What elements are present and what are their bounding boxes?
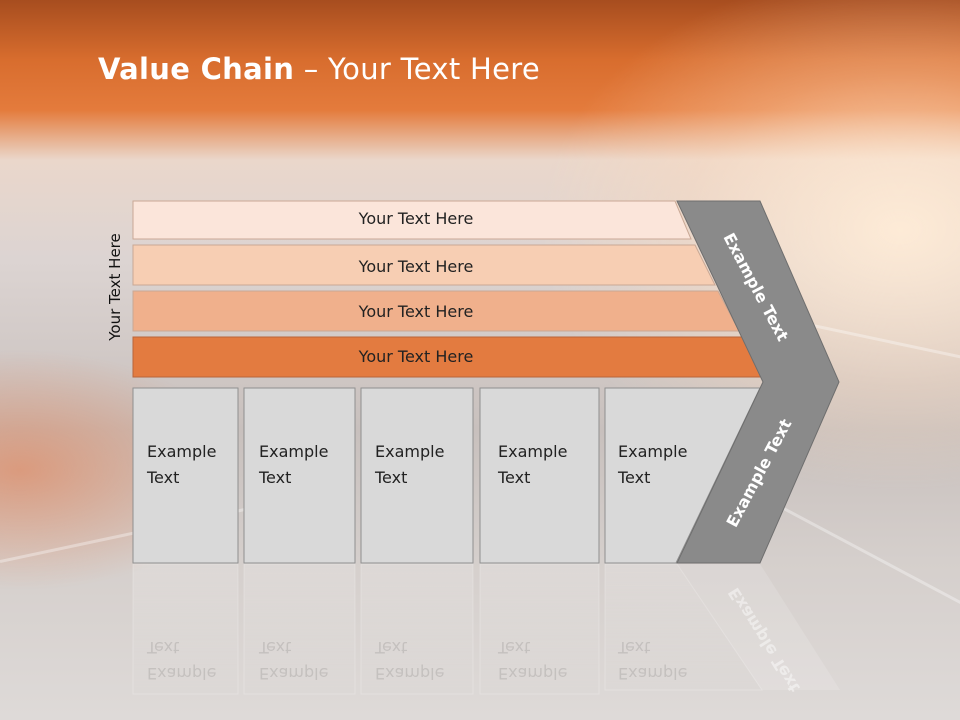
column-box-3: [360, 387, 474, 564]
chevron-arrow: [676, 200, 840, 564]
row-label-2: Your Text Here: [358, 257, 474, 276]
column-label-line: Example: [498, 442, 568, 461]
column-box-4: [479, 387, 600, 564]
column-label-3: Example Text: [375, 439, 465, 491]
column-box-5: [604, 387, 761, 564]
row-label-4: Your Text Here: [358, 347, 474, 366]
column-label-line: Example: [618, 442, 688, 461]
column-label-line: Example: [375, 442, 445, 461]
column-label-4: Example Text: [498, 439, 588, 491]
column-label-line: Example: [259, 442, 329, 461]
columns-reflection: [132, 563, 840, 695]
column-box-1: [132, 387, 239, 564]
column-label-line: Text: [375, 468, 408, 487]
column-box-2: [243, 387, 356, 564]
column-label-line: Text: [618, 468, 651, 487]
row-bar-2: [132, 244, 716, 286]
row-label-1: Your Text Here: [358, 209, 474, 228]
slide-title-rest: – Your Text Here: [294, 52, 540, 86]
row-label-3: Your Text Here: [358, 302, 474, 321]
column-label-line: Text: [498, 468, 531, 487]
column-label-5: Example Text: [618, 439, 708, 491]
column-label-1: Example Text: [147, 439, 237, 491]
column-label-line: Example: [147, 442, 217, 461]
column-label-line: Text: [259, 468, 292, 487]
slide-title-bold: Value Chain: [98, 52, 295, 86]
column-label-2: Example Text: [259, 439, 349, 491]
row-bar-1: [132, 200, 692, 240]
slide-title: Value Chain – Your Text Here: [98, 52, 540, 86]
column-label-line: Text: [147, 468, 180, 487]
